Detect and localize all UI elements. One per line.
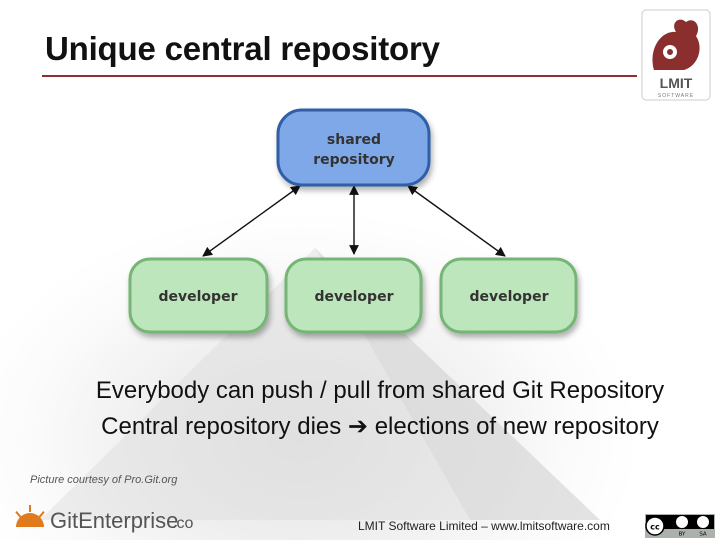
logo-subtext: SOFTWARE bbox=[658, 93, 694, 99]
slide-body: Everybody can push / pull from shared Gi… bbox=[90, 373, 670, 445]
arrow-left bbox=[202, 185, 301, 257]
brand-suffix: .co bbox=[172, 515, 193, 532]
developer-node: developer bbox=[439, 257, 578, 334]
company-logo: LMIT SOFTWARE bbox=[641, 9, 711, 101]
creative-commons-icon: cc BY SA bbox=[645, 514, 715, 538]
slide-title: Unique central repository bbox=[45, 30, 440, 67]
shared-repository-label-line1: shared bbox=[327, 132, 381, 148]
arrow-right bbox=[407, 185, 506, 257]
brand-name: GitEnterprise bbox=[50, 508, 178, 533]
shared-repository-node: shared repository bbox=[276, 108, 431, 187]
developer-label: developer bbox=[470, 289, 549, 305]
cc-by-label: BY bbox=[679, 532, 686, 538]
shared-repository-label-line2: repository bbox=[313, 152, 395, 168]
sun-logo-icon: GitEnterprise .co bbox=[15, 505, 193, 533]
developer-node: developer bbox=[284, 257, 423, 334]
cat-logo-icon bbox=[652, 19, 700, 70]
svg-text:cc: cc bbox=[650, 523, 660, 532]
cc-sa-label: SA bbox=[699, 532, 707, 538]
footer-text: LMIT Software Limited – www.lmitsoftware… bbox=[358, 519, 610, 533]
gitenterprise-brand: GitEnterprise .co bbox=[12, 503, 212, 542]
logo-text: LMIT bbox=[660, 75, 693, 91]
developer-label: developer bbox=[159, 289, 238, 305]
body-line-2: Central repository dies ➔ elections of n… bbox=[101, 413, 659, 440]
body-line-1: Everybody can push / pull from shared Gi… bbox=[95, 377, 665, 404]
picture-credit: Picture courtesy of Pro.Git.org bbox=[30, 474, 178, 486]
developer-label: developer bbox=[315, 289, 394, 305]
title-underline bbox=[42, 75, 637, 77]
developer-node: developer bbox=[128, 257, 269, 334]
